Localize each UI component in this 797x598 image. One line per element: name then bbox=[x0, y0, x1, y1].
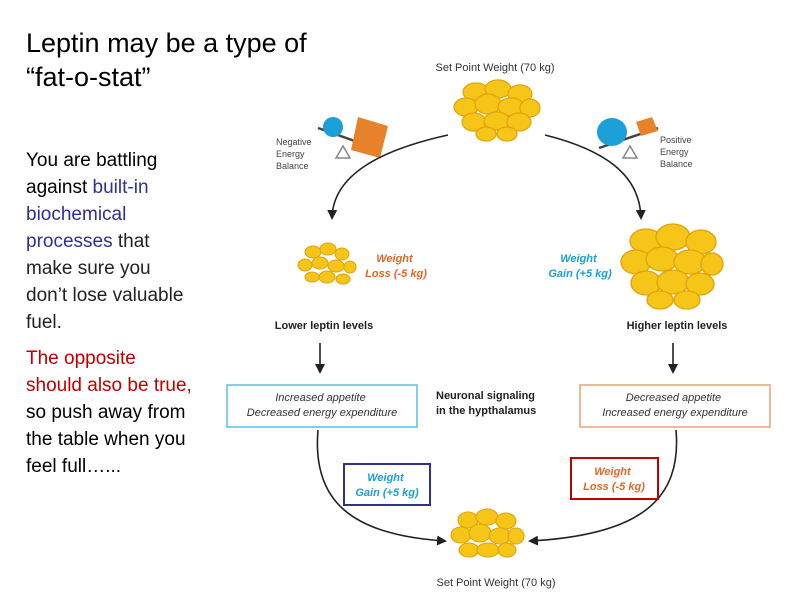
boxed-loss-line2: Loss (-5 kg) bbox=[583, 481, 645, 493]
fat-cluster-small bbox=[297, 242, 357, 285]
paragraph-battling: You are battling against built-in bioche… bbox=[26, 147, 196, 336]
negative-balance-scale-icon bbox=[317, 117, 388, 159]
boxed-loss-line1: Weight bbox=[594, 466, 632, 478]
text1-highlight: built-in biochemical processes bbox=[26, 177, 149, 252]
neg-balance-line1: Negative bbox=[276, 137, 312, 147]
svg-text:Increased appetite Decreas: Increased appetite Decreased energy expe… bbox=[247, 392, 397, 419]
fat-cluster-large bbox=[620, 223, 724, 310]
fat-cluster-bottom bbox=[450, 508, 525, 558]
center-label-line2: in the hypthalamus bbox=[436, 405, 536, 417]
text2-highlight: The opposite should also be true, bbox=[26, 348, 192, 396]
svg-text:Weight Loss (-5 kg): Weight Loss (-5 kg) bbox=[583, 466, 645, 493]
title-line-1: Leptin may be a type of bbox=[26, 28, 307, 58]
lower-leptin-label: Lower leptin levels bbox=[275, 320, 373, 332]
svg-text:Weight Loss (-5 kg): Weight Loss (-5 kg) bbox=[365, 253, 427, 280]
right-box-line1: Decreased appetite bbox=[626, 392, 721, 404]
arrow-top-right bbox=[544, 134, 646, 220]
set-point-bottom-label: Set Point Weight (70 kg) bbox=[436, 577, 555, 589]
weight-gain-line1: Weight bbox=[560, 253, 598, 265]
arrow-bottom-left bbox=[316, 429, 447, 546]
boxed-gain-frame bbox=[343, 463, 431, 506]
pos-balance-line2: Energy bbox=[660, 147, 689, 157]
title-line-2: “fat-o-stat” bbox=[26, 62, 151, 92]
pos-balance-line3: Balance bbox=[660, 159, 693, 169]
left-box-line2: Decreased energy expenditure bbox=[247, 407, 397, 419]
right-box-line2: Increased energy expenditure bbox=[602, 407, 748, 419]
pos-balance-line1: Positive bbox=[660, 135, 692, 145]
text1-part3: that make sure you don’t lose valuable f… bbox=[26, 231, 184, 333]
svg-text:Decreased appetite Increas: Decreased appetite Increased energy expe… bbox=[602, 392, 748, 419]
fat-cluster-top bbox=[453, 79, 541, 142]
text2-part2: so push away from the table when you fee… bbox=[26, 402, 186, 477]
slide-title: Leptin may be a type of “fat-o-stat” bbox=[26, 26, 307, 94]
arrow-top-left bbox=[327, 134, 449, 220]
svg-text:Positive Energy Balanc: Positive Energy Balance bbox=[660, 135, 694, 169]
boxed-loss-frame bbox=[570, 457, 659, 500]
weight-loss-line2: Loss (-5 kg) bbox=[365, 268, 427, 280]
svg-text:Weight Gain (+5 kg): Weight Gain (+5 kg) bbox=[548, 253, 612, 280]
svg-text:Neuronal signaling in the: Neuronal signaling in the hypthalamus bbox=[436, 390, 538, 417]
svg-text:Negative Energy Balanc: Negative Energy Balance bbox=[276, 137, 314, 171]
text1-part1: You are battling against bbox=[26, 150, 158, 198]
boxed-gain-line2: Gain (+5 kg) bbox=[355, 487, 419, 499]
left-box-line1: Increased appetite bbox=[275, 392, 366, 404]
weight-loss-line1: Weight bbox=[376, 253, 414, 265]
center-label-line1: Neuronal signaling bbox=[436, 390, 535, 402]
neg-balance-line2: Energy bbox=[276, 149, 305, 159]
higher-leptin-label: Higher leptin levels bbox=[627, 320, 728, 332]
neg-balance-line3: Balance bbox=[276, 161, 309, 171]
set-point-top-label: Set Point Weight (70 kg) bbox=[435, 62, 554, 74]
weight-gain-line2: Gain (+5 kg) bbox=[548, 268, 612, 280]
positive-balance-scale-icon bbox=[597, 117, 659, 159]
paragraph-opposite: The opposite should also be true, so pus… bbox=[26, 345, 196, 480]
left-appetite-box bbox=[226, 384, 418, 428]
boxed-gain-line1: Weight bbox=[367, 472, 405, 484]
arrow-bottom-right bbox=[528, 429, 678, 546]
svg-text:Weight Gain (+5 kg): Weight Gain (+5 kg) bbox=[355, 472, 419, 499]
right-appetite-box bbox=[579, 384, 771, 428]
